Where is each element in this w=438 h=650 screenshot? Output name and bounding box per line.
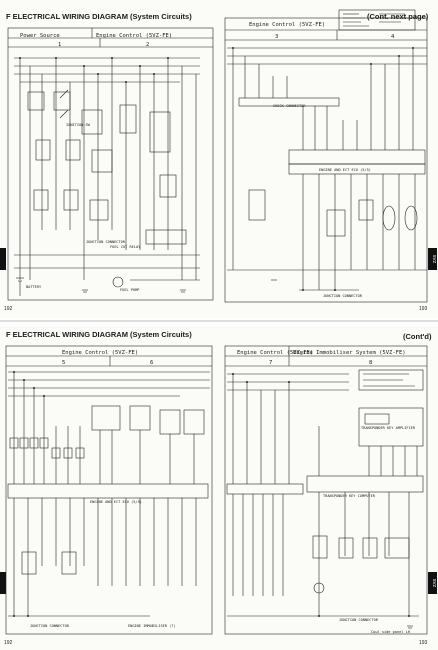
section-tab: 5VZ (428, 572, 437, 594)
page-number: 192 (4, 640, 13, 646)
page-number: 193 (419, 640, 428, 646)
junction-connector-label: JUNCTION CONNECTOR (86, 240, 125, 244)
wiring-diagram-193-bottom (224, 345, 428, 635)
column-number: 2 (146, 42, 150, 48)
page-193-top: (Cont. next page) Engine Control (5VZ-FE… (219, 0, 438, 318)
section-tab: 5VZ (428, 248, 437, 270)
continuation-label: (Cont'd) (403, 332, 432, 341)
ecu-label: ENGINE AND ECT ECU (5/5) (319, 168, 371, 172)
battery-label: BATTERY (26, 285, 42, 289)
continuation-label: (Cont. next page) (367, 12, 429, 21)
column-number: 8 (369, 360, 373, 366)
section-power-source: Power Source (20, 33, 60, 39)
column-number: 6 (150, 360, 154, 366)
wiring-diagram-193-top (224, 9, 428, 303)
page-edge-tab (0, 248, 6, 270)
page-number: 193 (419, 306, 428, 312)
page-192-top: F ELECTRICAL WIRING DIAGRAM (System Circ… (0, 0, 219, 318)
column-number: 3 (275, 34, 279, 40)
page-193-bottom: (Cont'd) Engine Control (5VZ-FE) Engine … (219, 326, 438, 650)
section-engine-control: Engine Control (5VZ-FE) (62, 350, 139, 356)
column-number: 7 (269, 360, 273, 366)
divider (0, 320, 438, 322)
column-number: 4 (391, 34, 395, 40)
transponder-computer-label: TRANSPONDER KEY COMPUTER (323, 494, 375, 498)
page-192-bottom: F ELECTRICAL WIRING DIAGRAM (System Circ… (0, 326, 219, 650)
ecu-label: ENGINE AND ECT ECU (5/5) (90, 500, 142, 504)
wiring-diagram-192-bottom (5, 345, 213, 635)
wiring-diagram-192-top (7, 27, 214, 301)
section-engine-control: Engine Control (5VZ-FE) (237, 350, 314, 356)
column-number: 5 (62, 360, 66, 366)
junction-connector-label: JUNCTION CONNECTOR (30, 624, 69, 628)
fuel-cut-relay-label: FUEL CUT RELAY (110, 245, 141, 249)
transponder-amplifier-label: TRANSPONDER KEY AMPLIFIER (361, 426, 416, 430)
column-number: 1 (58, 42, 62, 48)
immobiliser-link-label: ENGINE IMMOBILISER (7) (128, 624, 176, 628)
ignition-switch-label: IGNITION SW (66, 123, 90, 127)
page-number: 192 (4, 306, 13, 312)
section-engine-control: Engine Control (5VZ-FE) (249, 22, 326, 28)
page-title: F ELECTRICAL WIRING DIAGRAM (System Circ… (6, 330, 192, 339)
page-edge-tab (0, 572, 6, 594)
cowl-side-label: Cowl side panel LH (371, 630, 410, 634)
page-title: F ELECTRICAL WIRING DIAGRAM (System Circ… (6, 12, 192, 21)
junction-connector-label: JUNCTION CONNECTOR (339, 618, 378, 622)
junction-connector-label: JUNCTION CONNECTOR (323, 294, 362, 298)
fuel-pump-label: FUEL PUMP (120, 288, 140, 292)
section-engine-control: Engine Control (5VZ-FE) (96, 33, 173, 39)
section-engine-immobiliser: Engine Immobiliser System (5VZ-FE) (293, 350, 406, 356)
